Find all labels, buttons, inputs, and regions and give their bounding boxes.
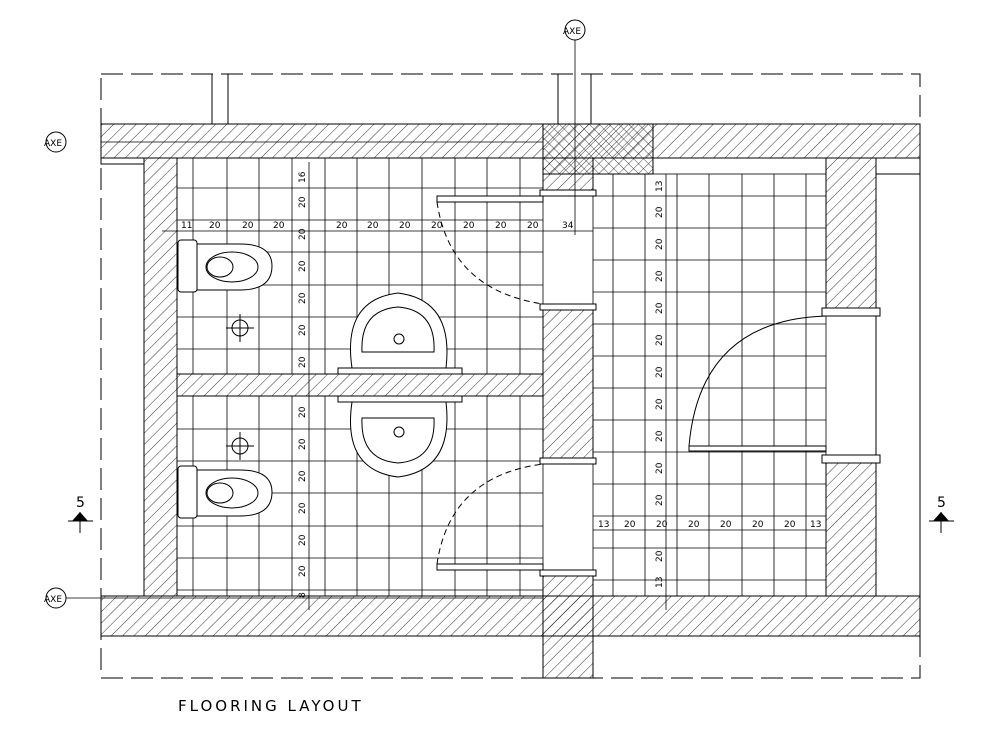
dim-label-left-low: 20 — [298, 565, 308, 577]
axis-label-top: AXE — [563, 27, 581, 37]
floor-drain-lower — [226, 432, 254, 460]
dim-label-right-low: 13 — [655, 577, 665, 588]
toilet-lower — [177, 465, 273, 519]
axis-marker-top: AXE — [101, 19, 586, 235]
section-label-right: 5 — [937, 495, 946, 511]
dim-label-lower: 20 — [656, 520, 668, 530]
dim-label-left: 20 — [298, 292, 308, 304]
section-marker-right: 5 — [929, 495, 954, 533]
dim-label-left: 20 — [298, 228, 308, 240]
dim-label-left-low: 20 — [298, 406, 308, 418]
dim-label-right: 20 — [655, 302, 665, 314]
dim-label-left-low: 20 — [298, 470, 308, 482]
section-marker-left: 5 — [68, 495, 93, 533]
axis-marker-left-upper: AXE — [44, 131, 67, 153]
dim-label-left-low: 20 — [298, 534, 308, 546]
door-upper-wc — [436, 173, 597, 311]
dim-label-right: 20 — [655, 462, 665, 474]
dim-label-left: 20 — [298, 324, 308, 336]
dim-label-upper: 20 — [463, 221, 475, 231]
dim-label-right: 20 — [655, 430, 665, 442]
washbasin-lower — [337, 395, 463, 478]
dim-label-left-low: 20 — [298, 438, 308, 450]
dim-label-upper: 20 — [399, 221, 411, 231]
section-label-left: 5 — [76, 495, 85, 511]
dim-label-lower: 20 — [784, 520, 796, 530]
dim-label-right: 20 — [655, 238, 665, 250]
dim-label-right: 20 — [655, 494, 665, 506]
dim-label-left: 20 — [298, 196, 308, 208]
axis-marker-left-lower: AXE — [44, 587, 543, 609]
outline-ticks — [211, 74, 592, 124]
drawing-title: FLOORING LAYOUT — [178, 697, 364, 715]
dim-label-upper: 20 — [367, 221, 379, 231]
dim-label-lower: 13 — [598, 520, 609, 530]
door-corridor — [688, 307, 881, 464]
dim-label-right: 20 — [655, 398, 665, 410]
dimension-lines — [162, 162, 826, 610]
dim-label-upper: 20 — [336, 221, 348, 231]
dim-label-upper: 34 — [562, 221, 574, 231]
dim-label-lower: 20 — [752, 520, 764, 530]
walls — [100, 123, 921, 679]
dim-label-left: 16 — [298, 171, 308, 183]
dim-label-left-low: 8 — [298, 592, 308, 598]
dim-label-left-low: 20 — [298, 502, 308, 514]
dim-label-upper: 20 — [273, 221, 285, 231]
toilet-upper — [177, 239, 273, 293]
dim-label-right: 20 — [655, 206, 665, 218]
dim-label-left: 20 — [298, 356, 308, 368]
dashed-outline — [100, 73, 921, 679]
dim-label-upper: 20 — [495, 221, 507, 231]
dim-label-upper: 20 — [431, 221, 443, 231]
tile-grid-corridor — [592, 173, 827, 597]
washbasin-upper — [337, 292, 463, 375]
floor-drain-upper — [226, 314, 254, 342]
dimension-labels: 11 20 20 20 20 20 20 20 20 20 20 34 16 20 20 20 20 20 20 20… — [181, 171, 821, 598]
dim-label-upper: 20 — [209, 221, 221, 231]
dim-label-left: 20 — [298, 260, 308, 272]
dim-label-right: 20 — [655, 270, 665, 282]
dim-label-lower: 20 — [688, 520, 700, 530]
dim-label-lower: 20 — [624, 520, 636, 530]
dim-label-right: 20 — [655, 334, 665, 346]
dim-label-upper: 20 — [242, 221, 254, 231]
dim-label-lower: 20 — [720, 520, 732, 530]
axis-label-left-upper: AXE — [44, 139, 62, 149]
dim-label-upper: 11 — [181, 221, 192, 231]
door-lower-wc — [436, 457, 597, 577]
dim-label-lower: 13 — [810, 520, 821, 530]
dim-label-right-low: 20 — [655, 550, 665, 562]
dim-label-right: 13 — [655, 181, 665, 192]
dim-label-upper: 20 — [527, 221, 539, 231]
dim-label-right: 20 — [655, 366, 665, 378]
axis-label-left-lower: AXE — [44, 595, 62, 605]
